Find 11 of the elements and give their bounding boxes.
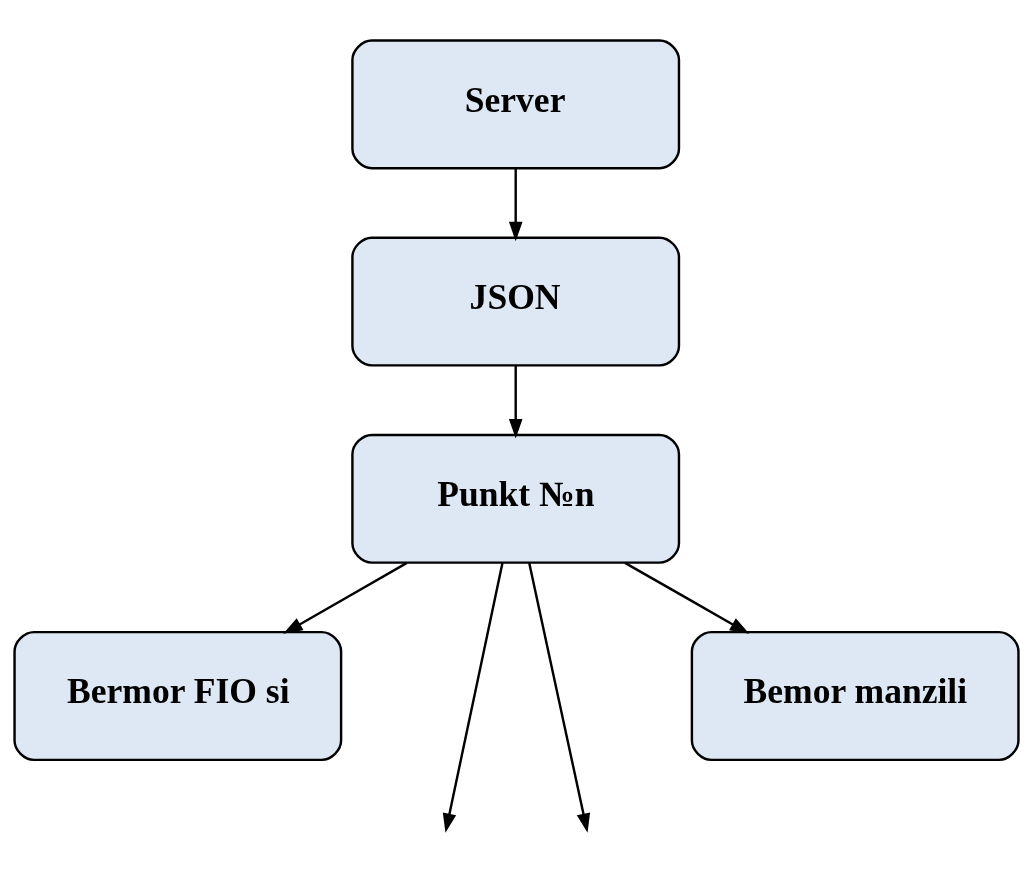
node-box: Server <box>351 38 681 169</box>
arrow <box>508 167 523 241</box>
arrow <box>283 561 408 634</box>
arrow <box>624 561 750 634</box>
node-box: Punkt №n <box>351 433 681 564</box>
node-box: JSON <box>351 236 681 367</box>
node-box: Bermor FIO si <box>13 630 343 761</box>
arrow <box>528 562 591 833</box>
node-box: Bemor manzili <box>690 630 1020 761</box>
arrow <box>442 562 504 833</box>
arrow <box>508 365 523 438</box>
